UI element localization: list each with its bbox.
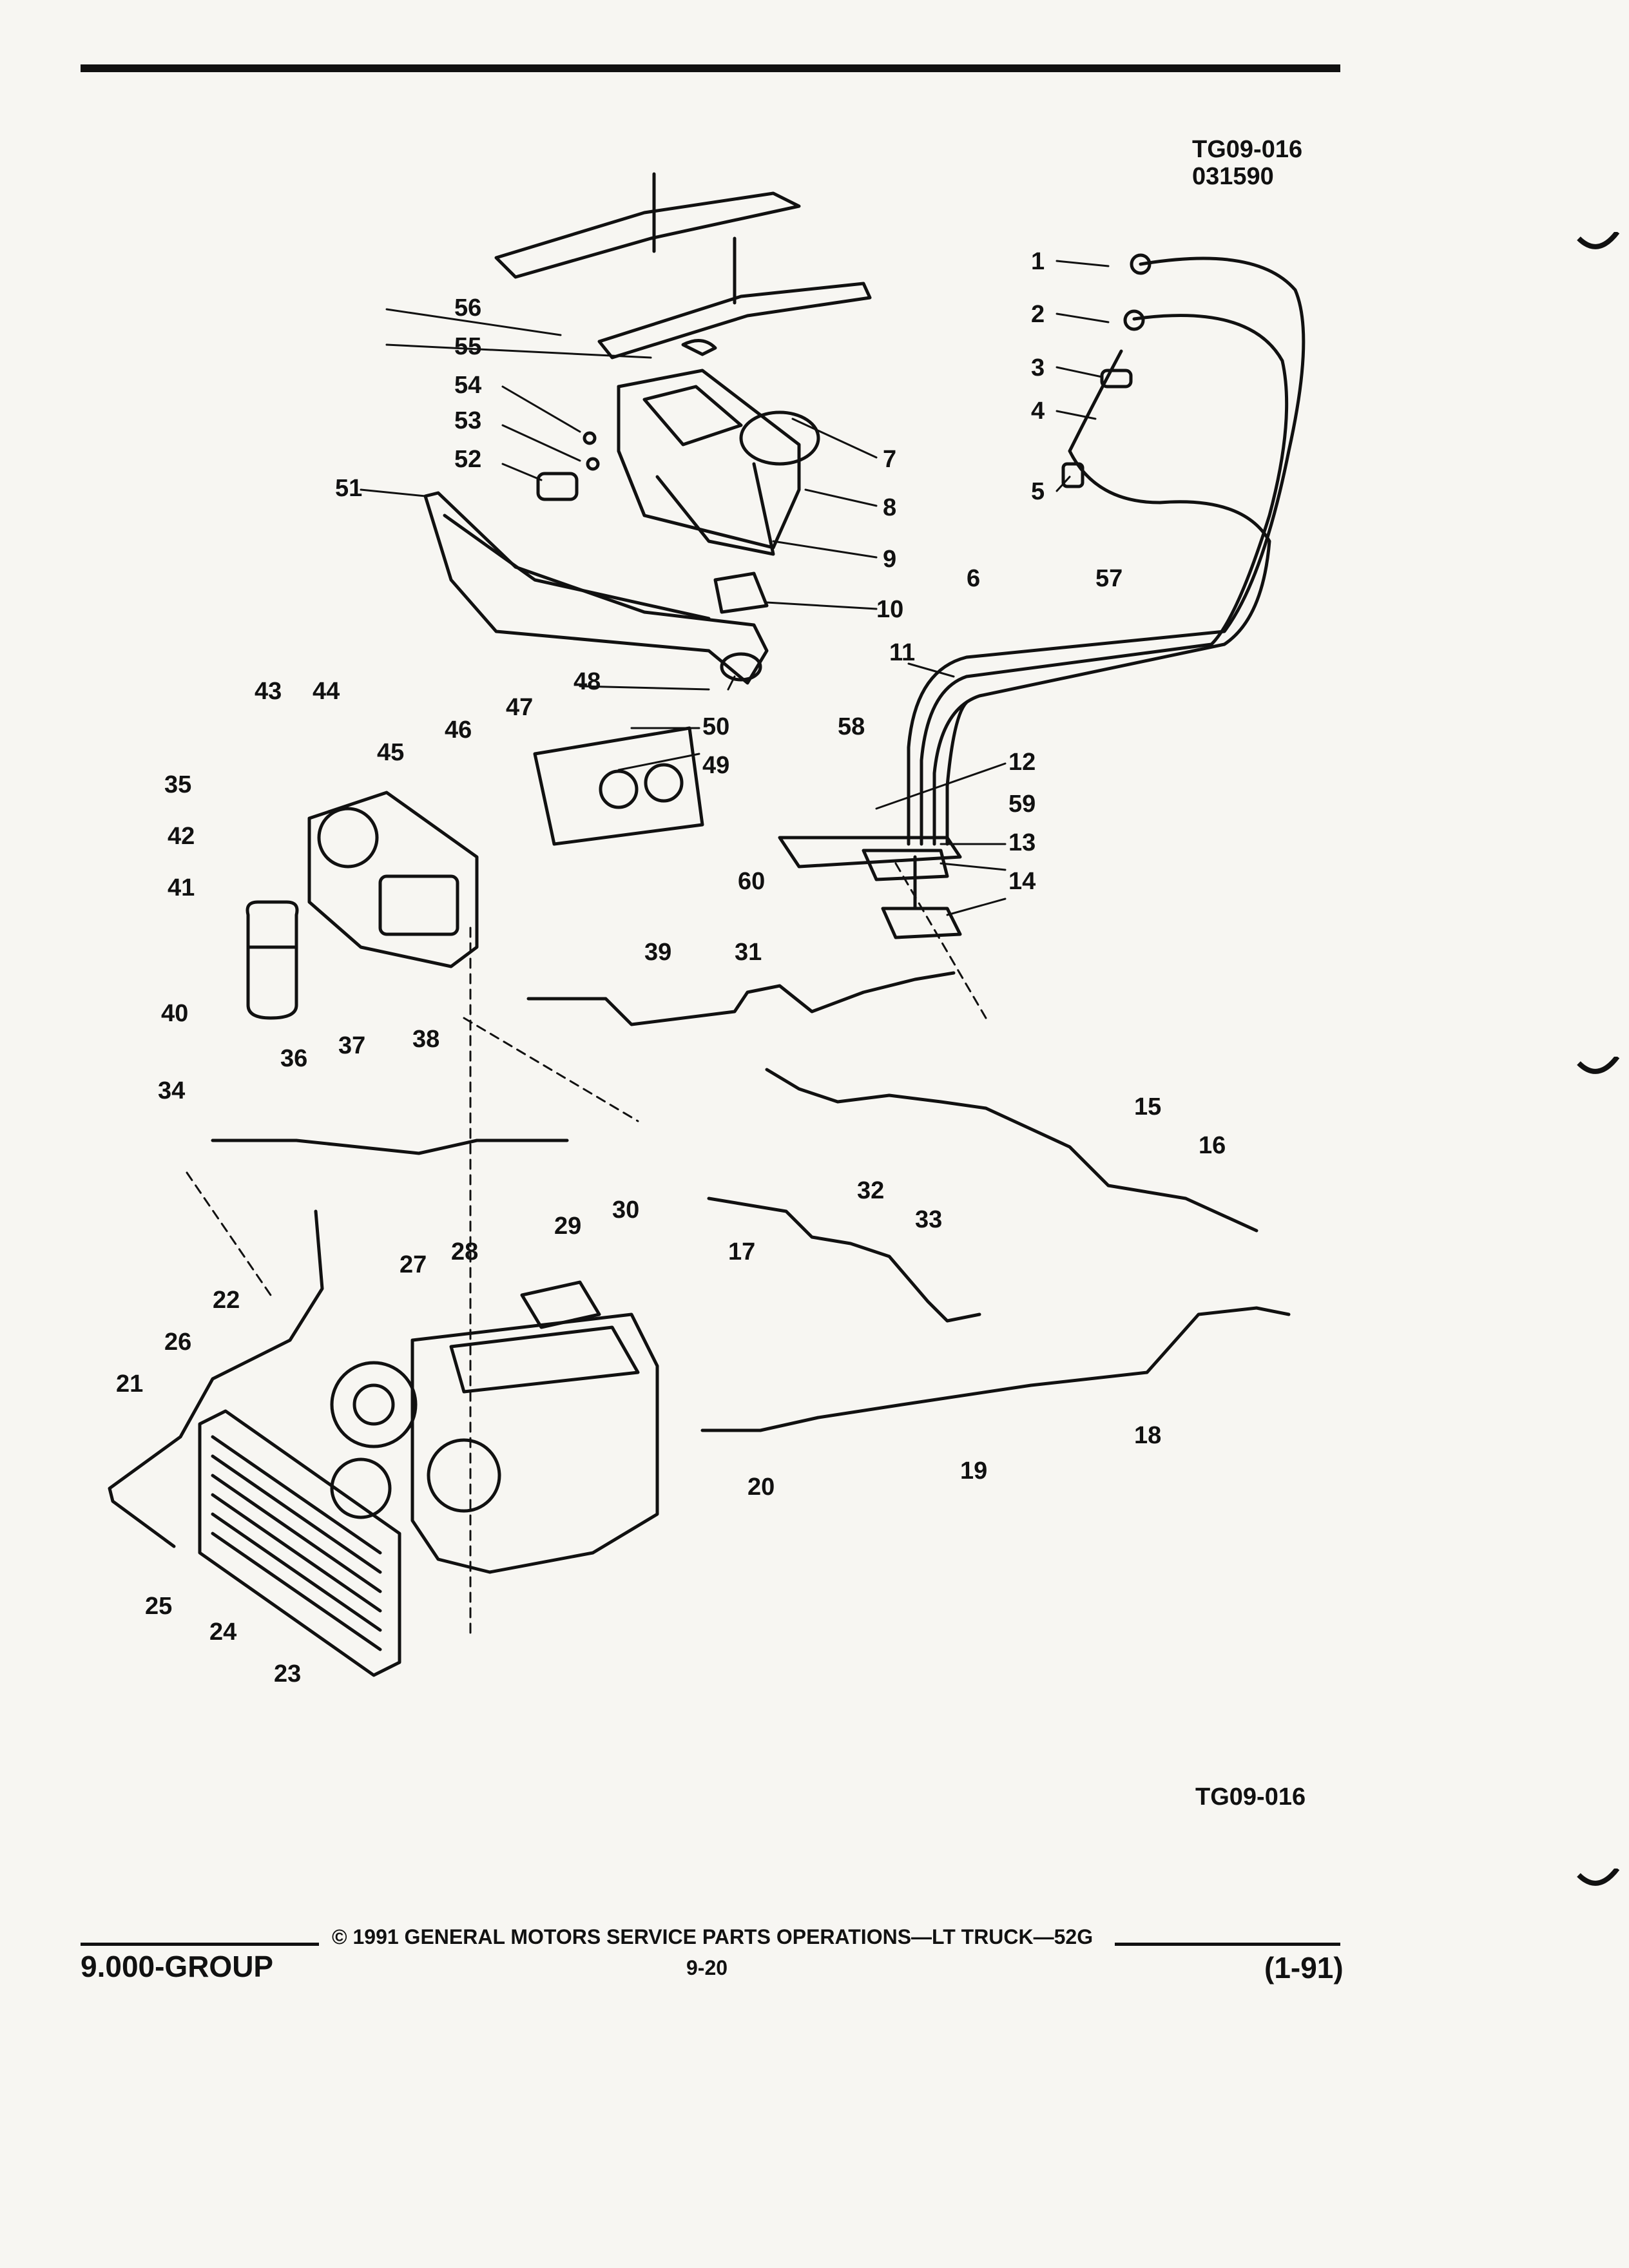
- control-cables-drawing: [907, 253, 1306, 846]
- callout-9: 9: [883, 546, 896, 573]
- control-head-drawing: [533, 726, 704, 846]
- part-52-drawing: [536, 472, 579, 501]
- callout-51: 51: [335, 475, 362, 502]
- callout-52: 52: [454, 446, 481, 473]
- figure-id: TG09-016: [1192, 136, 1303, 163]
- callout-37: 37: [338, 1032, 365, 1059]
- callout-8: 8: [883, 494, 896, 521]
- callout-50: 50: [702, 713, 729, 740]
- callout-40: 40: [161, 1000, 188, 1027]
- part-10-drawing: [713, 572, 769, 614]
- callout-15: 15: [1134, 1093, 1161, 1120]
- header-rule: [81, 64, 1340, 72]
- callout-55: 55: [454, 333, 481, 360]
- callout-42: 42: [168, 823, 195, 850]
- callout-10: 10: [876, 596, 903, 623]
- callout-5: 5: [1031, 478, 1045, 505]
- callout-21: 21: [116, 1370, 143, 1398]
- callout-53: 53: [454, 407, 481, 434]
- callout-60: 60: [738, 868, 765, 895]
- footer-group: 9.000-GROUP: [81, 1950, 274, 1983]
- footer-rule-left: [81, 1943, 319, 1946]
- footer-copyright: © 1991 GENERAL MOTORS SERVICE PARTS OPER…: [332, 1925, 1094, 1948]
- callout-44: 44: [313, 678, 340, 705]
- callout-36: 36: [280, 1045, 307, 1072]
- margin-hook-mark: [1577, 1869, 1620, 1886]
- callout-41: 41: [168, 874, 195, 901]
- upper-bracket-drawing: [494, 172, 872, 360]
- margin-hook-mark: [1577, 1057, 1620, 1074]
- accumulator-drawing: [246, 900, 299, 1020]
- callout-2: 2: [1031, 301, 1045, 328]
- margin-hook-mark: [1577, 232, 1620, 249]
- callout-1: 1: [1031, 248, 1045, 275]
- footer-date: (1-91): [1264, 1951, 1344, 1984]
- figure-id-bottom: TG09-016: [1195, 1783, 1306, 1811]
- callout-7: 7: [883, 446, 896, 473]
- callout-38: 38: [412, 1026, 439, 1053]
- callout-6: 6: [967, 565, 980, 592]
- callout-20: 20: [747, 1474, 775, 1501]
- callout-35: 35: [164, 771, 191, 798]
- callout-28: 28: [451, 1238, 478, 1265]
- callout-25: 25: [145, 1593, 172, 1620]
- callout-34: 34: [158, 1077, 185, 1104]
- footer-rule-right: [1115, 1943, 1340, 1946]
- blower-case-drawing: [617, 369, 820, 556]
- callout-19: 19: [960, 1457, 987, 1485]
- callout-33: 33: [915, 1206, 942, 1233]
- callout-leader-lines: [360, 260, 1110, 916]
- callout-18: 18: [1134, 1422, 1161, 1449]
- callout-17: 17: [728, 1238, 755, 1265]
- callout-11: 11: [889, 639, 915, 666]
- callout-56: 56: [454, 294, 481, 322]
- callout-22: 22: [213, 1287, 240, 1314]
- callout-16: 16: [1199, 1132, 1226, 1159]
- callout-58: 58: [838, 713, 865, 740]
- callout-27: 27: [400, 1251, 427, 1278]
- callout-59: 59: [1008, 791, 1036, 818]
- callout-30: 30: [612, 1196, 639, 1224]
- callout-3: 3: [1031, 354, 1045, 381]
- callout-48: 48: [574, 668, 601, 695]
- callout-49: 49: [702, 752, 729, 779]
- heater-module-drawing: [307, 791, 479, 968]
- callout-54: 54: [454, 372, 481, 399]
- callout-32: 32: [857, 1177, 884, 1204]
- cable-bracket-drawing: [778, 836, 962, 939]
- callout-47: 47: [506, 694, 533, 721]
- callout-46: 46: [445, 716, 472, 744]
- callout-13: 13: [1008, 829, 1036, 856]
- callout-57: 57: [1095, 565, 1123, 592]
- refrigerant-lines-drawing: [108, 971, 1291, 1548]
- callout-23: 23: [274, 1660, 301, 1687]
- callout-14: 14: [1008, 868, 1036, 895]
- footer-page-number: 9-20: [686, 1956, 728, 1979]
- callout-26: 26: [164, 1329, 191, 1356]
- engine-drawing: [330, 1280, 659, 1574]
- callout-31: 31: [735, 939, 762, 966]
- callout-numbers: 1 2 3 4 5 6 7 8 9 10 11 12 13 14 15 16 1…: [116, 248, 1226, 1687]
- condenser-drawing: [198, 1409, 401, 1677]
- callout-45: 45: [377, 739, 404, 766]
- figure-code: 031590: [1192, 163, 1274, 190]
- callout-4: 4: [1031, 398, 1045, 425]
- callout-24: 24: [209, 1619, 236, 1646]
- callout-29: 29: [554, 1213, 581, 1240]
- callout-43: 43: [255, 678, 282, 705]
- assembly-leader-lines: [186, 862, 987, 1638]
- callout-12: 12: [1008, 749, 1036, 776]
- callout-39: 39: [644, 939, 671, 966]
- air-duct-drawing: [423, 491, 769, 685]
